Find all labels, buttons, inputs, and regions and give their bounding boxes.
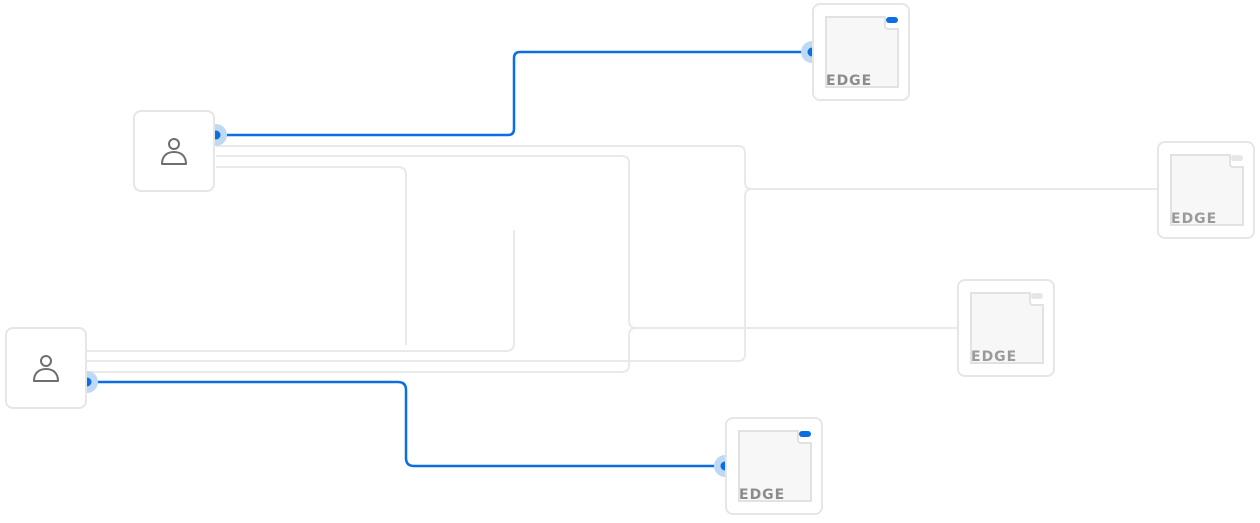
edge-device-2[interactable]: EDGE — [1157, 141, 1255, 239]
device-screen-icon — [738, 430, 812, 502]
status-led — [886, 17, 898, 23]
inactive-connection-user-2-to-edge-2 — [87, 188, 753, 362]
device-label: EDGE — [971, 349, 1018, 365]
inactive-connection-user-2-to-edge-3 — [87, 327, 637, 373]
inactive-connection-user-2-to-edge-1 — [87, 230, 515, 352]
active-connection-user-1-to-edge-1 — [216, 50, 812, 137]
user-icon — [161, 138, 187, 165]
user-node-1[interactable] — [133, 110, 215, 192]
status-led — [1031, 293, 1043, 299]
inactive-connection-user-1-to-edge-4 — [216, 166, 407, 345]
user-icon — [33, 355, 59, 382]
device-screen-icon — [970, 292, 1044, 364]
edge-device-4[interactable]: EDGE — [725, 417, 823, 515]
user-node-2[interactable] — [5, 327, 87, 409]
status-led — [799, 431, 811, 437]
inactive-connection-user-1-to-edge-3 — [216, 155, 957, 329]
active-connection-user-2-to-edge-4 — [87, 380, 725, 468]
device-screen-icon — [1170, 154, 1244, 226]
edge-device-1[interactable]: EDGE — [812, 3, 910, 101]
device-label: EDGE — [739, 487, 786, 503]
device-label: EDGE — [1171, 211, 1218, 227]
status-led — [1231, 155, 1243, 161]
device-screen-icon — [825, 16, 899, 88]
edge-device-3[interactable]: EDGE — [957, 279, 1055, 377]
device-label: EDGE — [826, 73, 873, 89]
